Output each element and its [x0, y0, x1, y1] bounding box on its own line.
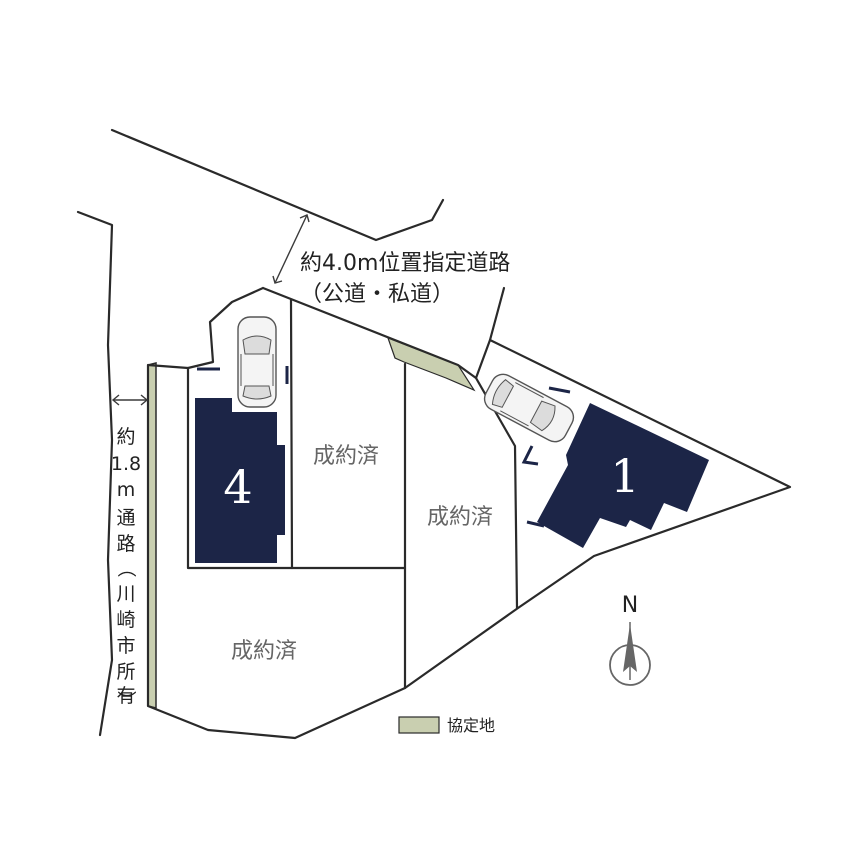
- lot1-number: 1: [610, 449, 639, 503]
- car-icon: [237, 316, 277, 408]
- walkway-width-arrow: [111, 394, 149, 406]
- sold-label: 成約済: [231, 639, 297, 664]
- site-outline: [146, 286, 792, 740]
- legend-label: 協定地: [447, 716, 495, 735]
- walkway-char: 川: [116, 583, 135, 605]
- walkway-label: 約 1.8 m 通 路 （ 川 崎 市 所 有 ）: [111, 426, 141, 710]
- agreement-land-road-strip: [387, 336, 476, 392]
- lot-line-lot4-east: [289, 298, 294, 570]
- walkway-char: 所: [116, 661, 135, 683]
- north-compass: N: [609, 593, 651, 686]
- road-north-boundary: [110, 128, 445, 242]
- legend-swatch: [398, 716, 440, 734]
- sold-label: 成約済: [427, 505, 493, 530]
- compass-needle-icon: [623, 624, 637, 672]
- lot4-number: 4: [223, 460, 252, 514]
- road-width-arrow: [272, 214, 310, 284]
- sold-label: 成約済: [313, 444, 379, 469]
- walkway-char: 有: [116, 685, 135, 707]
- walkway-char: 通: [116, 507, 135, 529]
- walkway-char: 崎: [116, 609, 135, 631]
- walkway-char: 路: [116, 533, 135, 555]
- compass-north-label: N: [622, 593, 638, 618]
- legend: 協定地: [398, 716, 495, 735]
- lot-line-lot1-north-ext: [488, 286, 506, 342]
- west-road-boundary: [76, 210, 114, 737]
- entrance-markers: [197, 366, 571, 528]
- walkway-char: 約: [116, 426, 135, 448]
- lot-line-lot4-south: [186, 366, 407, 570]
- lot4-house: [195, 398, 285, 563]
- lot1-house: [537, 403, 709, 548]
- walkway-char: ）: [115, 690, 137, 709]
- agreement-land-west-strip: [147, 362, 157, 709]
- walkway-char: 市: [116, 635, 135, 657]
- car-icon: [483, 373, 575, 443]
- walkway-char: 1.8: [111, 453, 141, 475]
- walkway-char: m: [117, 479, 136, 501]
- walkway-char: （: [115, 558, 137, 577]
- road-label-line2: （公道・私道）: [300, 282, 454, 307]
- road-label-line1: 約4.0m位置指定道路: [300, 251, 510, 276]
